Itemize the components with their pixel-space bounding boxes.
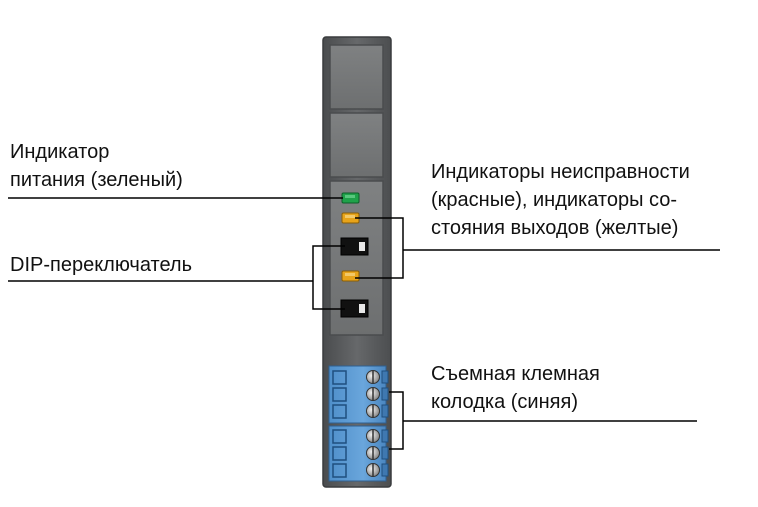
bracket-dip (312, 245, 345, 310)
fault-indicators-label: Индикаторы неисправности (красные), инди… (431, 158, 690, 242)
fault-indicators-label-line3: стояния выходов (желтые) (431, 217, 679, 239)
terminal-block-label: Съемная клемная колодка (синяя) (431, 360, 600, 416)
dip-switch-2 (340, 299, 369, 318)
top-panel-2 (329, 112, 384, 178)
fault-indicators-label-line2: (красные), индикаторы со- (431, 189, 678, 211)
dip-switch-label: DIP-переключатель (10, 251, 192, 279)
bracket-status (355, 217, 404, 279)
power-indicator-label-line2: питания (зеленый) (10, 169, 183, 191)
power-indicator-label: Индикатор питания (зеленый) (10, 138, 183, 194)
power-indicator-label-line1: Индикатор (10, 141, 110, 163)
terminal-block-label-line1: Съемная клемная (431, 363, 600, 385)
dip-switch-label-line1: DIP-переключатель (10, 254, 192, 276)
terminal-block-2 (328, 425, 389, 482)
dip-switch-1 (340, 237, 369, 256)
top-panel-1 (329, 44, 384, 110)
terminal-block-label-line2: колодка (синяя) (431, 391, 578, 413)
terminal-block-1 (328, 365, 389, 424)
fault-indicators-label-line1: Индикаторы неисправности (431, 161, 690, 183)
